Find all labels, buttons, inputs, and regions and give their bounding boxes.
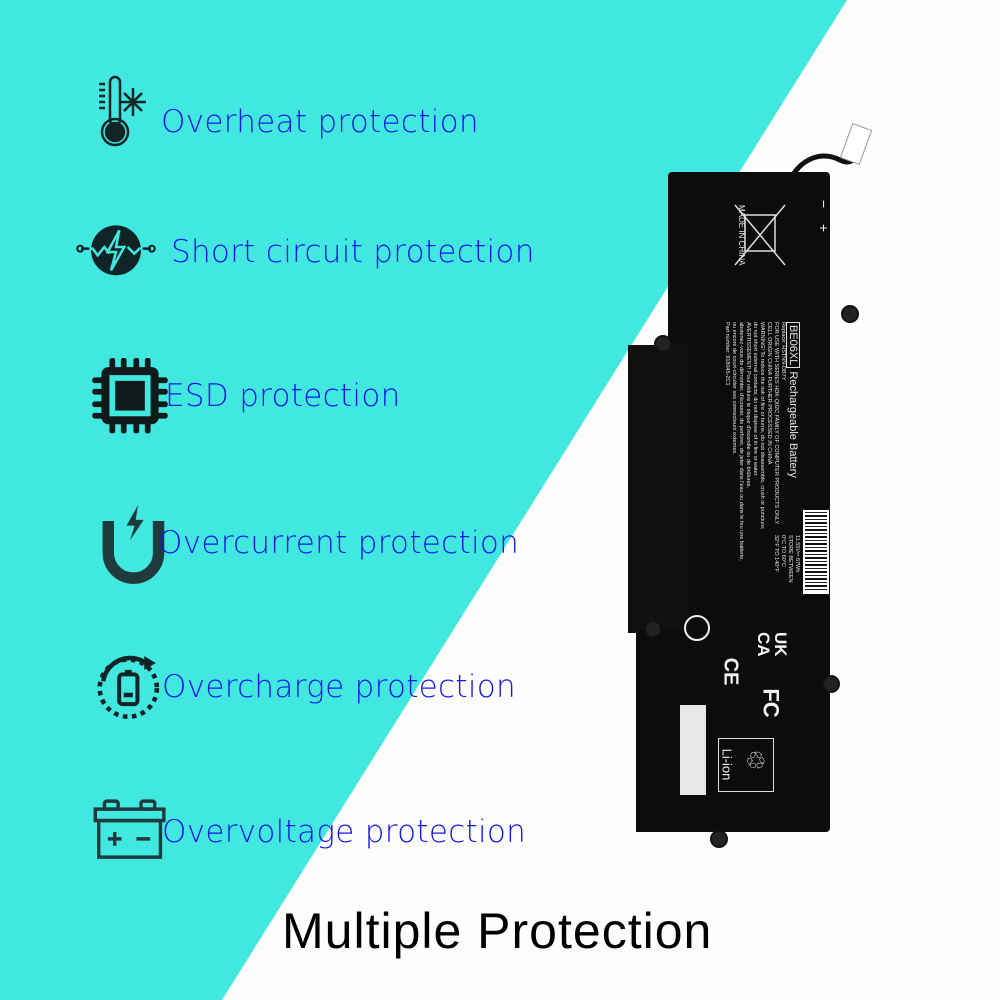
battery-cable xyxy=(787,123,873,182)
warning-sticker xyxy=(680,705,706,795)
warning-text-2: do not short external contacts; do not d… xyxy=(752,322,758,477)
thermometer-snowflake-icon xyxy=(99,75,146,147)
mount-tab xyxy=(710,830,728,848)
magnet-bolt-icon xyxy=(102,505,165,584)
battery-specs: 11.55V⎓ 67Wh STORE BETWEEN 0°C TO 60°C 3… xyxy=(772,535,800,583)
chip-icon xyxy=(92,358,168,434)
battery-cycle-icon xyxy=(97,655,160,719)
terminal-plus: + xyxy=(816,223,833,233)
terminal-minus: − xyxy=(816,199,833,209)
model-badge: BE06XL xyxy=(786,322,800,369)
usage-text: FOR USE WITH SERIES HDK-Q02C FAMILY OF C… xyxy=(773,322,779,525)
page-title: Multiple Protection xyxy=(282,903,713,959)
feature-label: Short circuit protection xyxy=(171,234,535,270)
fc-mark: FC xyxy=(758,688,784,718)
rating: 11.55V⎓ 67Wh xyxy=(794,535,800,573)
barcode-label xyxy=(803,510,829,594)
li-ion-text: Li-ion xyxy=(719,748,735,781)
recycle-icon: ♲ xyxy=(745,747,767,775)
li-ion-box: Li-ion ♲ xyxy=(718,738,774,792)
feature-label: Overheat protection xyxy=(161,104,479,140)
ukca-mark: UK CA xyxy=(754,632,790,657)
made-in-china: MADE IN CHINA xyxy=(737,205,746,266)
weee-bin-icon xyxy=(734,204,786,266)
replace-text: Replace: HSTNN-DB7Y xyxy=(780,322,786,381)
mount-tab xyxy=(841,305,859,323)
feature-label: ESD protection xyxy=(165,378,401,414)
temp-c: 0°C TO 60°C xyxy=(780,535,786,568)
feature-label: Overvoltage protection xyxy=(162,814,527,850)
battery-heading: Rechargeable Battery xyxy=(787,371,799,478)
mount-tab xyxy=(644,620,662,638)
cyan-panel xyxy=(0,0,847,1000)
ce-mark: CE xyxy=(719,657,742,686)
car-battery-icon xyxy=(93,799,166,859)
recycle-symbols xyxy=(684,615,710,641)
feature-label: Overcurrent protection xyxy=(158,525,520,561)
feature-label: Overcharge protection xyxy=(162,669,516,705)
short-circuit-icon xyxy=(76,225,156,276)
warning-text: WARNING! To reduce the risk of fire or b… xyxy=(759,322,765,530)
origin-text: CELL ORIGIN CHINA FURTHER PROCESSED IN C… xyxy=(766,322,772,465)
mount-tab xyxy=(654,335,672,353)
store-text: STORE BETWEEN xyxy=(787,535,793,583)
temp-f: 32°F TO 140°F xyxy=(773,535,779,572)
mount-tab xyxy=(822,675,840,693)
avertissement-text: AVERTISSEMENT! Pour réduire le risque d'… xyxy=(745,322,751,488)
battery-body-left xyxy=(628,345,688,633)
